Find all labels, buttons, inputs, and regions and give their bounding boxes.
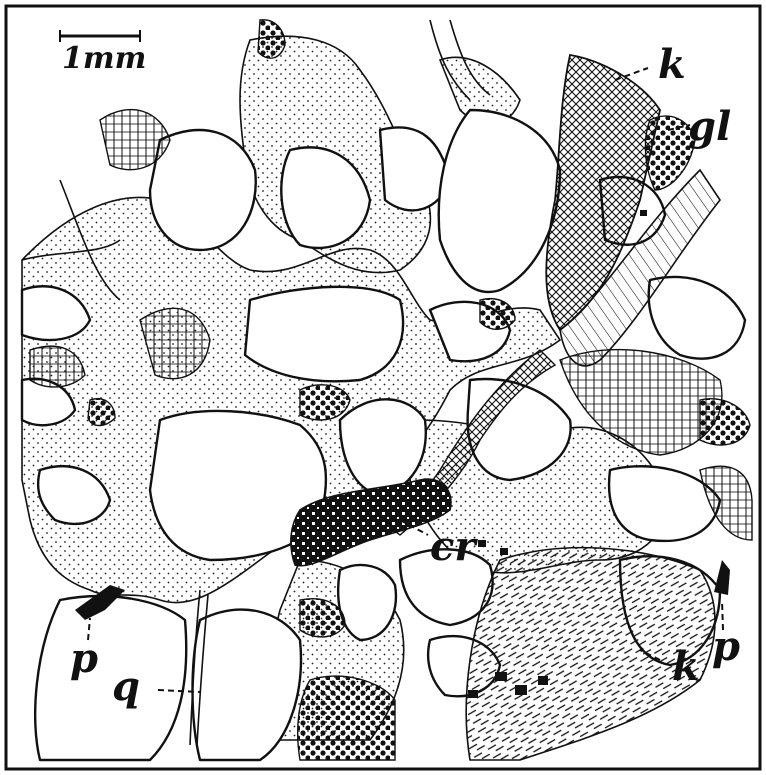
label-p-right: p <box>712 623 740 670</box>
scale-bar: 1mm <box>60 30 146 76</box>
label-k-top: k <box>658 41 686 88</box>
label-k-bottom: k <box>672 643 700 690</box>
label-q: q <box>112 663 140 710</box>
label-gl: gl <box>688 103 731 150</box>
scale-bar-label: 1mm <box>62 41 146 76</box>
label-p-left: p <box>70 635 98 682</box>
label-cr: cr <box>430 523 478 570</box>
